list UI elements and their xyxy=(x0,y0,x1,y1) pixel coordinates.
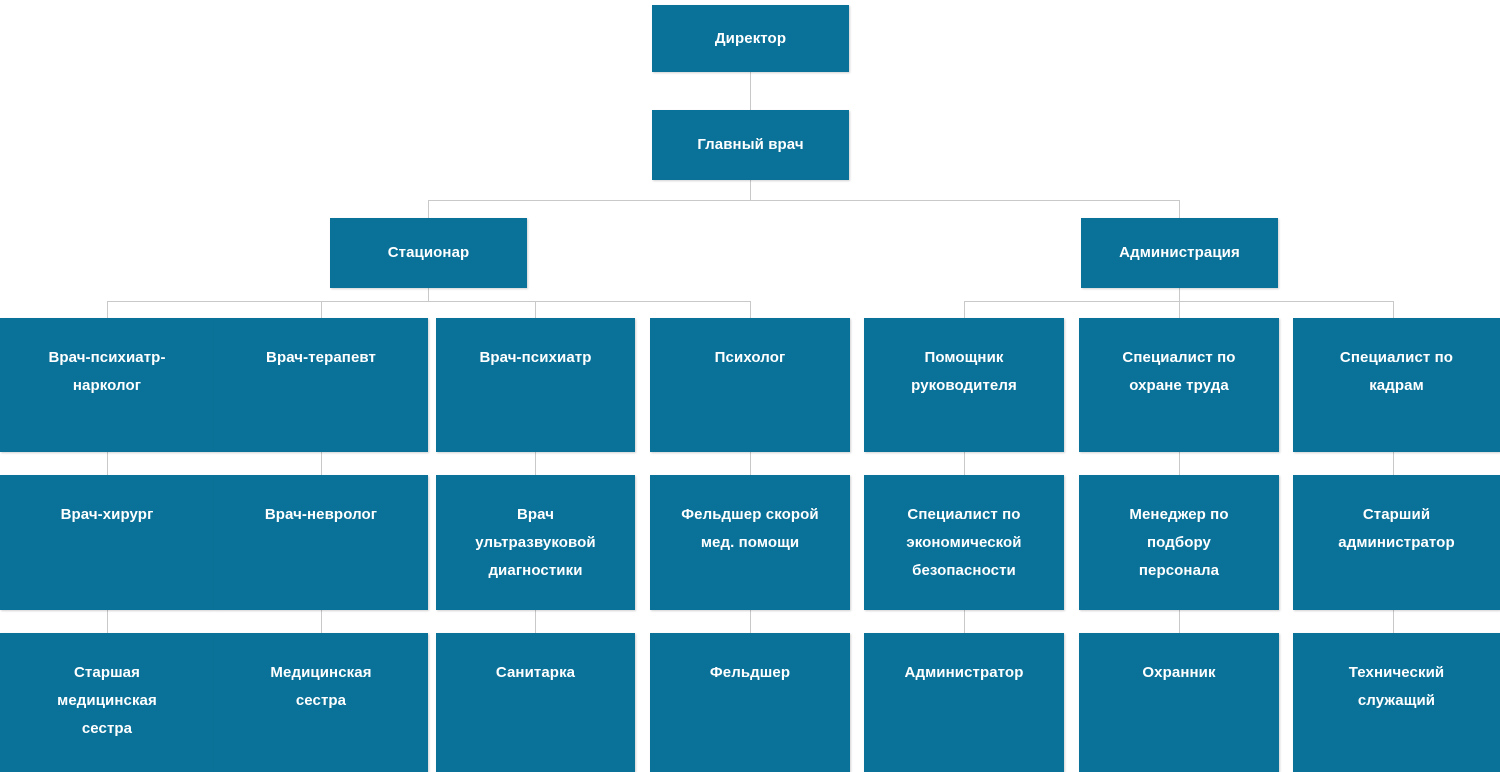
node-col1-row3[interactable]: Старшая медицинская сестра xyxy=(0,633,214,772)
connector-col2-r1-to-r2 xyxy=(321,452,322,475)
node-col6-row3[interactable]: Охранник xyxy=(1079,633,1279,772)
node-col4-row2[interactable]: Фельдшер скорой мед. помощи xyxy=(650,475,850,610)
node-col7-row2[interactable]: Старший администратор xyxy=(1293,475,1500,610)
connector-col3-r1-to-r2 xyxy=(535,452,536,475)
node-chief-doctor[interactable]: Главный врач xyxy=(652,110,849,180)
connector-to-col1-r1 xyxy=(107,301,108,318)
connector-col2-r2-to-r3 xyxy=(321,610,322,633)
connector-col5-r1-to-r2 xyxy=(964,452,965,475)
node-hospital[interactable]: Стационар xyxy=(330,218,527,288)
node-col5-row3[interactable]: Администратор xyxy=(864,633,1064,772)
connector-col6-r1-to-r2 xyxy=(1179,452,1180,475)
node-col6-row1[interactable]: Специалист по охране труда xyxy=(1079,318,1279,452)
node-col5-row2[interactable]: Специалист по экономической безопасности xyxy=(864,475,1064,610)
connector-to-col3-r1 xyxy=(535,301,536,318)
connector-to-col2-r1 xyxy=(321,301,322,318)
connector-bus-level3 xyxy=(428,200,1180,201)
node-col7-row3[interactable]: Технический служащий xyxy=(1293,633,1500,772)
connector-col1-r2-to-r3 xyxy=(107,610,108,633)
connector-bus-to-hospital xyxy=(428,200,429,218)
connector-bus-to-administration xyxy=(1179,200,1180,218)
connector-to-col6-r1 xyxy=(1179,301,1180,318)
node-col6-row2[interactable]: Менеджер по подбору персонала xyxy=(1079,475,1279,610)
connector-to-col4-r1 xyxy=(750,301,751,318)
connector-col7-r1-to-r2 xyxy=(1393,452,1394,475)
connector-col3-r2-to-r3 xyxy=(535,610,536,633)
node-administration[interactable]: Администрация xyxy=(1081,218,1278,288)
node-col5-row1[interactable]: Помощник руководителя xyxy=(864,318,1064,452)
connector-col4-r1-to-r2 xyxy=(750,452,751,475)
connector-bus-hospital-children xyxy=(107,301,751,302)
node-col3-row2[interactable]: Врач ультразвуковой диагностики xyxy=(436,475,635,610)
node-col1-row1[interactable]: Врач-психиатр- нарколог xyxy=(0,318,214,452)
node-col3-row3[interactable]: Санитарка xyxy=(436,633,635,772)
node-col2-row3[interactable]: Медицинская сестра xyxy=(214,633,428,772)
connector-col4-r2-to-r3 xyxy=(750,610,751,633)
connector-col5-r2-to-r3 xyxy=(964,610,965,633)
connector-chief-to-bus xyxy=(750,180,751,201)
connector-hospital-to-bus xyxy=(428,288,429,302)
connector-administration-to-bus xyxy=(1179,288,1180,302)
node-col2-row2[interactable]: Врач-невролог xyxy=(214,475,428,610)
connector-col6-r2-to-r3 xyxy=(1179,610,1180,633)
node-director[interactable]: Директор xyxy=(652,5,849,72)
connector-col7-r2-to-r3 xyxy=(1393,610,1394,633)
node-col7-row1[interactable]: Специалист по кадрам xyxy=(1293,318,1500,452)
node-col4-row3[interactable]: Фельдшер xyxy=(650,633,850,772)
connector-col1-r1-to-r2 xyxy=(107,452,108,475)
node-col2-row1[interactable]: Врач-терапевт xyxy=(214,318,428,452)
connector-to-col7-r1 xyxy=(1393,301,1394,318)
node-col4-row1[interactable]: Психолог xyxy=(650,318,850,452)
node-col1-row2[interactable]: Врач-хирург xyxy=(0,475,214,610)
connector-to-col5-r1 xyxy=(964,301,965,318)
node-col3-row1[interactable]: Врач-психиатр xyxy=(436,318,635,452)
connector-director-to-chief xyxy=(750,72,751,110)
